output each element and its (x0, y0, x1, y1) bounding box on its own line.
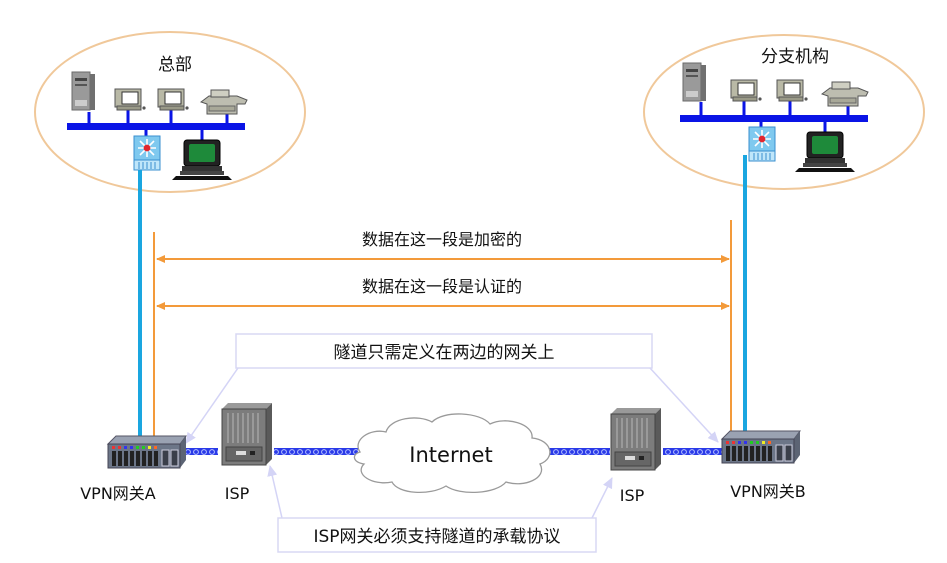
branch-workstation-icon (794, 131, 856, 173)
internet-cloud: Internet (353, 413, 551, 494)
wan-link-isp-internet (274, 448, 358, 455)
branch-pc-icon (776, 79, 809, 102)
wan-link-isp-b (663, 448, 723, 455)
hq-lan-bus (67, 123, 245, 130)
branch-printer-icon (821, 81, 869, 107)
hq-workstation-icon (171, 139, 233, 181)
encrypted-segment-label: 数据在这一段是加密的 (362, 230, 522, 249)
isp-left-label: ISP (225, 484, 250, 503)
wan-link-internet-isp (546, 448, 610, 455)
branch-server-icon (682, 62, 707, 102)
vpn-gateway-b-icon (721, 430, 801, 464)
isp-right-router-icon (610, 407, 662, 471)
hq-site: 总部 (34, 31, 306, 193)
wan-link-a-isp (186, 448, 218, 455)
tunnel-gateways-callout: 隧道只需定义在两边的网关上 (185, 333, 719, 444)
branch-pc-icon (730, 79, 763, 102)
branch-lan-bus (680, 115, 868, 122)
isp-support-callout-text: ISP网关必须支持隧道的承载协议 (313, 527, 560, 547)
internet-label: Internet (409, 443, 492, 467)
hq-site-title: 总部 (158, 55, 192, 75)
isp-support-callout: ISP网关必须支持隧道的承载协议 (267, 465, 613, 553)
vpn-gateway-a-icon (107, 435, 187, 469)
isp-right-label: ISP (620, 486, 645, 505)
branch-switch-icon (748, 126, 776, 162)
authenticated-segment-label: 数据在这一段是认证的 (362, 277, 522, 296)
hq-server-icon (71, 71, 96, 111)
hq-pc-icon (114, 88, 147, 111)
cloud-icon (353, 413, 551, 494)
branch-site-title: 分支机构 (761, 47, 829, 67)
hq-site-boundary (34, 31, 306, 193)
branch-site-boundary (643, 34, 925, 190)
hq-printer-icon (200, 89, 248, 115)
branch-site: 分支机构 (643, 34, 925, 190)
hq-pc-icon (157, 88, 190, 111)
isp-left-router-icon (221, 402, 273, 466)
tunnel-gateways-callout-text: 隧道只需定义在两边的网关上 (334, 343, 555, 363)
hq-switch-icon (133, 135, 161, 171)
vpn-gateway-a-label: VPN网关A (80, 484, 156, 503)
vpn-gateway-b-label: VPN网关B (730, 482, 806, 501)
